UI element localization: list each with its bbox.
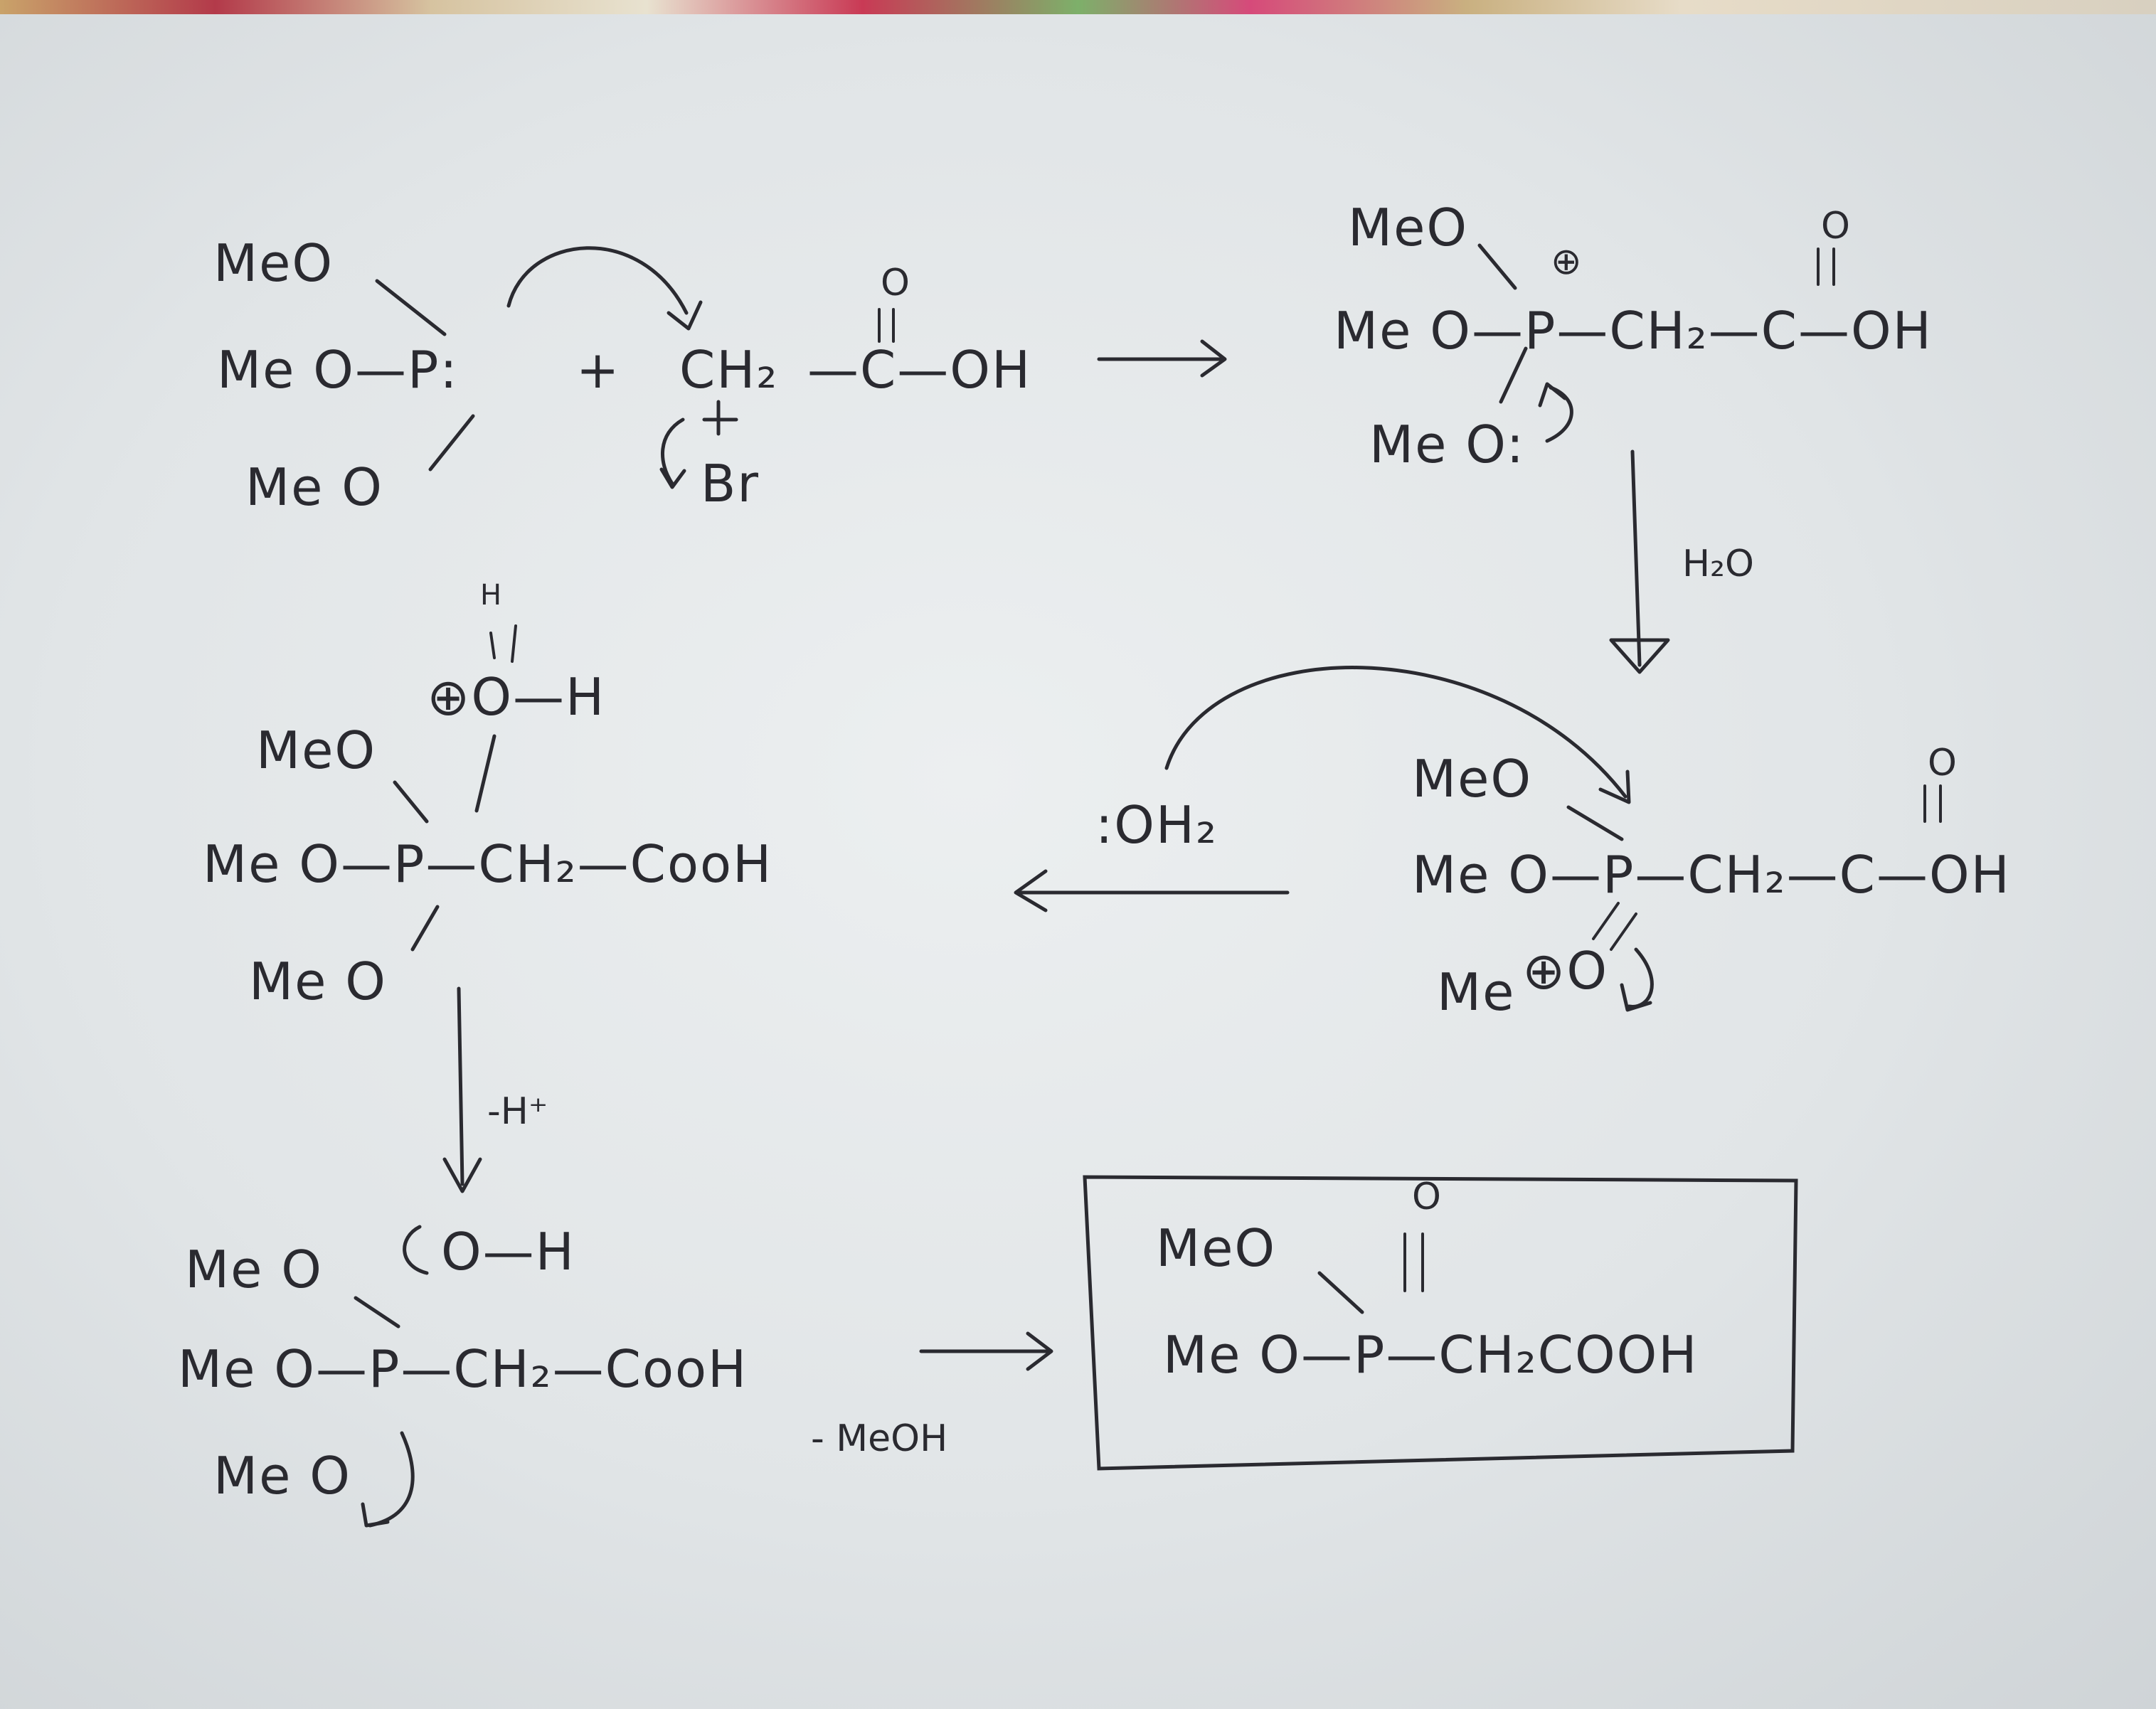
water-label: :OH₂: [1095, 795, 1218, 855]
nucleophilic-attack-arrow: [506, 246, 689, 315]
arrowhead-to-intermediate3: [1014, 869, 1048, 912]
int1-positive-charge: ⊕: [1551, 240, 1582, 283]
product-meo-top: MeO: [1156, 1218, 1276, 1278]
int2-carbonyl-o: O: [1928, 742, 1957, 784]
reactant-meo-top: MeO: [213, 233, 334, 293]
product-bond-top: [1317, 1271, 1364, 1314]
int1-meo-bot: Me O:: [1369, 415, 1525, 474]
int2-o-plus: ⊕O: [1522, 941, 1608, 1001]
arrow-to-intermediate4: [457, 986, 464, 1186]
arrow-to-intermediate2: [1630, 449, 1642, 667]
reactant-bromoacetic-acid: CH₂ —C—OH O Br: [659, 262, 1031, 513]
intermediate2-oxonium: MeO Me O—P—CH₂—C—OH O Me ⊕O: [1412, 742, 2011, 1022]
reactant-trimethyl-phosphite: MeO Me O—P: Me O +: [213, 233, 620, 517]
product-phosphonoacetate: O MeO Me O—P—CH₂COOH: [1083, 1175, 1798, 1471]
int3-h-top: H: [480, 579, 501, 612]
product-meo-mid: Me O—P—CH₂COOH: [1163, 1325, 1698, 1385]
int4-bond-top: [354, 1296, 400, 1329]
int4-meo-mid: Me O—P—CH₂—CooH: [178, 1339, 748, 1399]
reactant-carbonyl-o: O: [881, 262, 910, 304]
int2-meo-mid: Me O—P—CH₂—C—OH: [1412, 845, 2011, 905]
intermediate1-phosphonium: MeO Me O—P—CH₂—C—OH O ⊕ Me O:: [1334, 198, 1933, 474]
int4-electron-arrow: [403, 1225, 429, 1275]
arrowhead-to-intermediate2: [1609, 638, 1670, 674]
int1-bond-bot: [1499, 346, 1528, 404]
product-carbonyl-o: O: [1412, 1176, 1441, 1218]
int1-electron-arrowhead: [1538, 382, 1567, 408]
step-label-meoh: - MeOH: [811, 1417, 947, 1460]
step-label-deprotonation: -H⁺: [487, 1090, 548, 1133]
int2-meo-top: MeO: [1412, 749, 1532, 809]
product-box: [1083, 1175, 1798, 1471]
nucleophilic-attack-arrowhead: [667, 300, 703, 331]
arrowhead-to-intermediate1: [1200, 339, 1227, 378]
step-label-water: H₂O: [1682, 543, 1754, 585]
int1-meo-mid: Me O—P—CH₂—C—OH: [1334, 301, 1933, 361]
product-po-double-bond: [1403, 1232, 1424, 1292]
int3-bond-bot: [410, 905, 440, 952]
int2-me: Me: [1437, 962, 1515, 1022]
int3-meo-bot: Me O: [249, 952, 387, 1011]
int1-co-double-bond: [1817, 247, 1835, 286]
int3-meo-top: MeO: [256, 720, 376, 780]
reactant-co-double-bond: [878, 308, 895, 343]
reactant-meo-bot: Me O: [245, 457, 383, 517]
water-attack-arrowhead: [1598, 770, 1631, 804]
reactant-br: Br: [701, 454, 760, 513]
leaving-group-arrowhead: [659, 467, 686, 489]
int2-electron-arrow: [1627, 947, 1654, 1008]
int2-bond-top: [1566, 805, 1624, 841]
arrowhead-to-intermediate4: [442, 1157, 482, 1193]
leaving-group-arrow: [661, 417, 685, 486]
int1-carbonyl-o: O: [1821, 205, 1850, 247]
reactant-meo-mid: Me O—P:: [217, 340, 459, 400]
int4-leaving-arrow: [368, 1431, 415, 1528]
int4-meo-bot: Me O: [213, 1446, 351, 1506]
int3-meo-mid: Me O—P—CH₂—CooH: [203, 834, 772, 894]
int3-bond-top: [393, 780, 429, 824]
paper-sheet: [0, 14, 2156, 1709]
int2-co-double-bond: [1923, 784, 1942, 823]
c-br-bond: [702, 400, 738, 436]
int4-leaving-arrowhead: [361, 1502, 390, 1528]
int2-electron-arrowhead: [1620, 983, 1652, 1012]
int3-oh-plus: ⊕O—H: [427, 667, 605, 727]
int1-bond-top: [1477, 243, 1517, 290]
intermediate4-hydroxyphosphorane: Me O O—H Me O—P—CH₂—CooH Me O: [178, 1222, 748, 1528]
int4-meo-top: Me O: [185, 1240, 323, 1299]
int1-meo-top: MeO: [1348, 198, 1468, 257]
int3-bond-p-oh: [474, 734, 496, 813]
int3-h-bond: [489, 624, 517, 663]
int2-bond-bot: [1592, 902, 1637, 951]
arrowhead-to-product: [1026, 1331, 1053, 1371]
int4-o-h: O—H: [441, 1222, 575, 1282]
reactant-c-oh: —C—OH: [807, 340, 1031, 400]
water-attack-arrow: [1164, 666, 1627, 799]
intermediate3-hydroxyphosphonium: H ⊕O—H MeO Me O—P—CH₂—CooH Me O: [203, 579, 772, 1011]
bond-p-meo-top: [375, 279, 447, 336]
reactant-ch2: CH₂: [679, 340, 778, 400]
plus-sign: +: [576, 340, 620, 400]
bond-p-meo-bot: [428, 414, 475, 472]
